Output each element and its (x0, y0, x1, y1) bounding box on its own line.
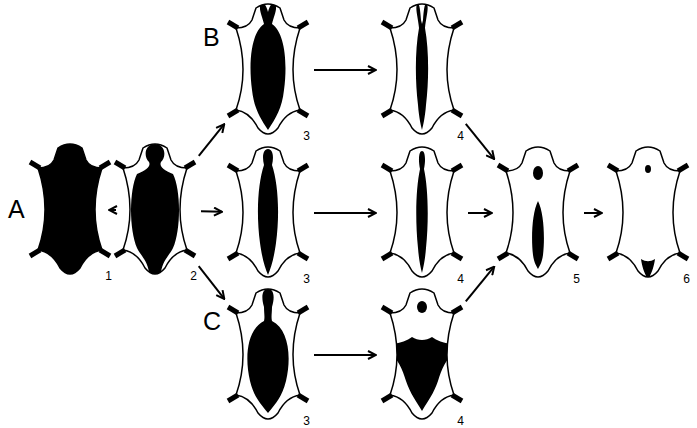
embryo-outline (382, 285, 462, 425)
stage-number: 4 (457, 415, 464, 427)
stage-number: 6 (683, 273, 690, 285)
stage-arrow (466, 124, 494, 159)
embryo-outline (382, 0, 462, 140)
stage-arrow (314, 212, 376, 214)
stage-number: 3 (303, 130, 310, 142)
stage-arrow (109, 209, 116, 211)
stage-arrow (201, 210, 222, 213)
embryo-figure: 4 (382, 0, 462, 140)
embryo-outline (608, 143, 688, 283)
stage-arrow (468, 212, 492, 214)
stage-arrow (314, 354, 376, 356)
stage-arrow (314, 69, 376, 71)
embryo-figure: 1 (30, 140, 110, 280)
embryo-figure: 4 (382, 285, 462, 425)
embryo-outline (382, 143, 462, 283)
stage-number: 4 (457, 273, 464, 285)
stage-arrow (199, 124, 224, 156)
stage-number: 2 (190, 270, 197, 282)
stage-number: 3 (303, 415, 310, 427)
embryo-figure: 6 (608, 143, 688, 283)
embryo-outline (30, 140, 110, 280)
series-letter: B (203, 24, 220, 50)
embryo-outline (228, 285, 308, 425)
embryo-outline (228, 143, 308, 283)
embryo-figure: 5 (498, 143, 578, 283)
embryo-figure: 4 (382, 143, 462, 283)
embryo-figure: 3 (228, 143, 308, 283)
embryo-outline (115, 140, 195, 280)
embryo-figure: 3 (228, 0, 308, 140)
stage-number: 5 (573, 273, 580, 285)
stage-arrow (466, 267, 494, 302)
stage-number: 4 (457, 130, 464, 142)
stage-number: 1 (105, 270, 112, 282)
embryo-outline (498, 143, 578, 283)
embryo-figure: 2 (115, 140, 195, 280)
stage-arrow (584, 212, 602, 214)
stage-arrow (199, 266, 225, 299)
series-letter: A (8, 196, 25, 222)
embryo-outline (228, 0, 308, 140)
series-letter: C (203, 308, 221, 334)
embryo-figure: 3 (228, 285, 308, 425)
stage-number: 3 (303, 273, 310, 285)
